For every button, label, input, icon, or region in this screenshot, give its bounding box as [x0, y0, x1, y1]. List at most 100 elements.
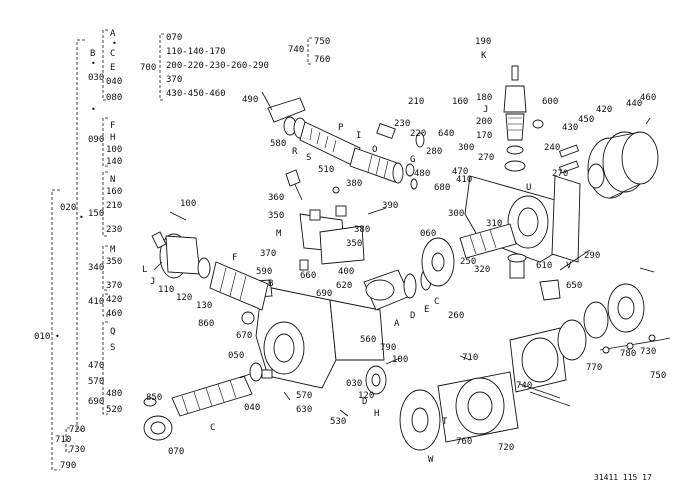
- callout-630: 630: [296, 405, 312, 415]
- tree-l1-720: 720: [69, 425, 85, 435]
- callout-f: F: [232, 253, 237, 263]
- svg-text:•: •: [79, 213, 84, 222]
- tree-root: 010: [34, 332, 50, 342]
- callout-180: 180: [476, 93, 492, 103]
- callout-360: 360: [268, 193, 284, 203]
- tree-l3-160: 160: [106, 187, 122, 197]
- callout-130: 130: [196, 301, 212, 311]
- tree-l3-s: S: [110, 343, 115, 353]
- callout-260: 260: [448, 311, 464, 321]
- tree-l3-e: E: [110, 63, 115, 73]
- tree-l3-230: 230: [106, 225, 122, 235]
- callout-370: 370: [260, 249, 276, 259]
- callout-760: 760: [456, 437, 472, 447]
- callout-290: 290: [584, 251, 600, 261]
- callout-400: 400: [338, 267, 354, 277]
- legend-740: 740: [288, 45, 304, 55]
- callout-440: 440: [626, 99, 642, 109]
- callout-510: 510: [318, 165, 334, 175]
- tree-l3-h: H: [110, 133, 115, 143]
- callout-r: R: [292, 147, 298, 157]
- callout-210: 210: [408, 97, 424, 107]
- callout-jb: J: [150, 277, 155, 287]
- tree-l3-080: 080: [106, 93, 122, 103]
- callout-750: 750: [650, 371, 666, 381]
- svg-text:•: •: [91, 105, 96, 114]
- tree-l3-f: F: [110, 121, 115, 131]
- tree-l3-520: 520: [106, 405, 122, 415]
- callout-050: 050: [228, 351, 244, 361]
- hierarchy-tree: 010 • 020 • 710 720 730 790 B • 030 • 09…: [34, 29, 122, 471]
- callout-590: 590: [256, 267, 272, 277]
- callout-480: 480: [414, 169, 430, 179]
- tree-l1-020: 020: [60, 203, 76, 213]
- callout-170: 170: [476, 131, 492, 141]
- callout-a: A: [394, 319, 400, 329]
- tree-l2-570: 570: [88, 377, 104, 387]
- callout-320: 320: [474, 265, 490, 275]
- callout-250: 250: [460, 257, 476, 267]
- callout-860: 860: [198, 319, 214, 329]
- callout-d: D: [410, 311, 415, 321]
- callout-b: B: [268, 279, 273, 289]
- legend: 700 070 110-140-170 200-220-230-260-290 …: [140, 33, 330, 101]
- callout-s: S: [306, 153, 311, 163]
- callout-040: 040: [244, 403, 260, 413]
- callout-580: 580: [270, 139, 286, 149]
- legend-740-item-2: 760: [314, 55, 330, 65]
- tree-l3-210: 210: [106, 201, 122, 211]
- callout-w: W: [428, 455, 434, 465]
- tree-l2-410: 410: [88, 297, 104, 307]
- tree-l3-n: N: [110, 175, 115, 185]
- svg-text:•: •: [112, 39, 117, 48]
- tree-l1-710: 710: [55, 435, 71, 445]
- tree-l2-470: 470: [88, 361, 104, 371]
- legend-700-item-1: 070: [166, 33, 182, 43]
- tree-l3-c: C: [110, 49, 115, 59]
- callout-g: G: [410, 155, 415, 165]
- callout-p: P: [338, 123, 344, 133]
- callout-620: 620: [336, 281, 352, 291]
- callout-390: 390: [382, 201, 398, 211]
- callout-640: 640: [438, 129, 454, 139]
- callout-e: E: [424, 305, 429, 315]
- callout-740: 740: [516, 381, 532, 391]
- callout-670: 670: [236, 331, 252, 341]
- callout-070: 070: [168, 447, 184, 457]
- tree-l3-140: 140: [106, 157, 122, 167]
- callout-430: 430: [562, 123, 578, 133]
- callout-030: 030: [346, 379, 362, 389]
- callout-380: 380: [346, 179, 362, 189]
- callout-350: 350: [268, 211, 284, 221]
- tree-l3-370: 370: [106, 281, 122, 291]
- svg-text:•: •: [55, 332, 60, 341]
- callout-100: 100: [180, 199, 196, 209]
- callout-v: V: [566, 261, 572, 271]
- callout-280: 280: [426, 147, 442, 157]
- callout-200: 200: [476, 117, 492, 127]
- tree-l3-m: M: [110, 245, 116, 255]
- callout-120: 120: [176, 293, 192, 303]
- tree-l3-480: 480: [106, 389, 122, 399]
- tree-l2-690: 690: [88, 397, 104, 407]
- callout-410: 410: [456, 175, 472, 185]
- callout-300b: 300: [448, 209, 464, 219]
- callout-790: 790: [380, 343, 396, 353]
- callout-770: 770: [586, 363, 602, 373]
- callout-350b: 350: [346, 239, 362, 249]
- callout-720: 720: [498, 443, 514, 453]
- callout-c2: C: [210, 423, 215, 433]
- callout-470: 470: [452, 167, 468, 177]
- legend-700-item-4: 370: [166, 75, 182, 85]
- tree-l2-340: 340: [88, 263, 104, 273]
- callout-u: U: [526, 183, 531, 193]
- callout-450: 450: [578, 115, 594, 125]
- tree-l1-790: 790: [60, 461, 76, 471]
- callout-460: 460: [640, 93, 656, 103]
- callout-710: 710: [462, 353, 478, 363]
- callout-530: 530: [330, 417, 346, 427]
- callout-k: K: [481, 51, 487, 61]
- tree-l3-350: 350: [106, 257, 122, 267]
